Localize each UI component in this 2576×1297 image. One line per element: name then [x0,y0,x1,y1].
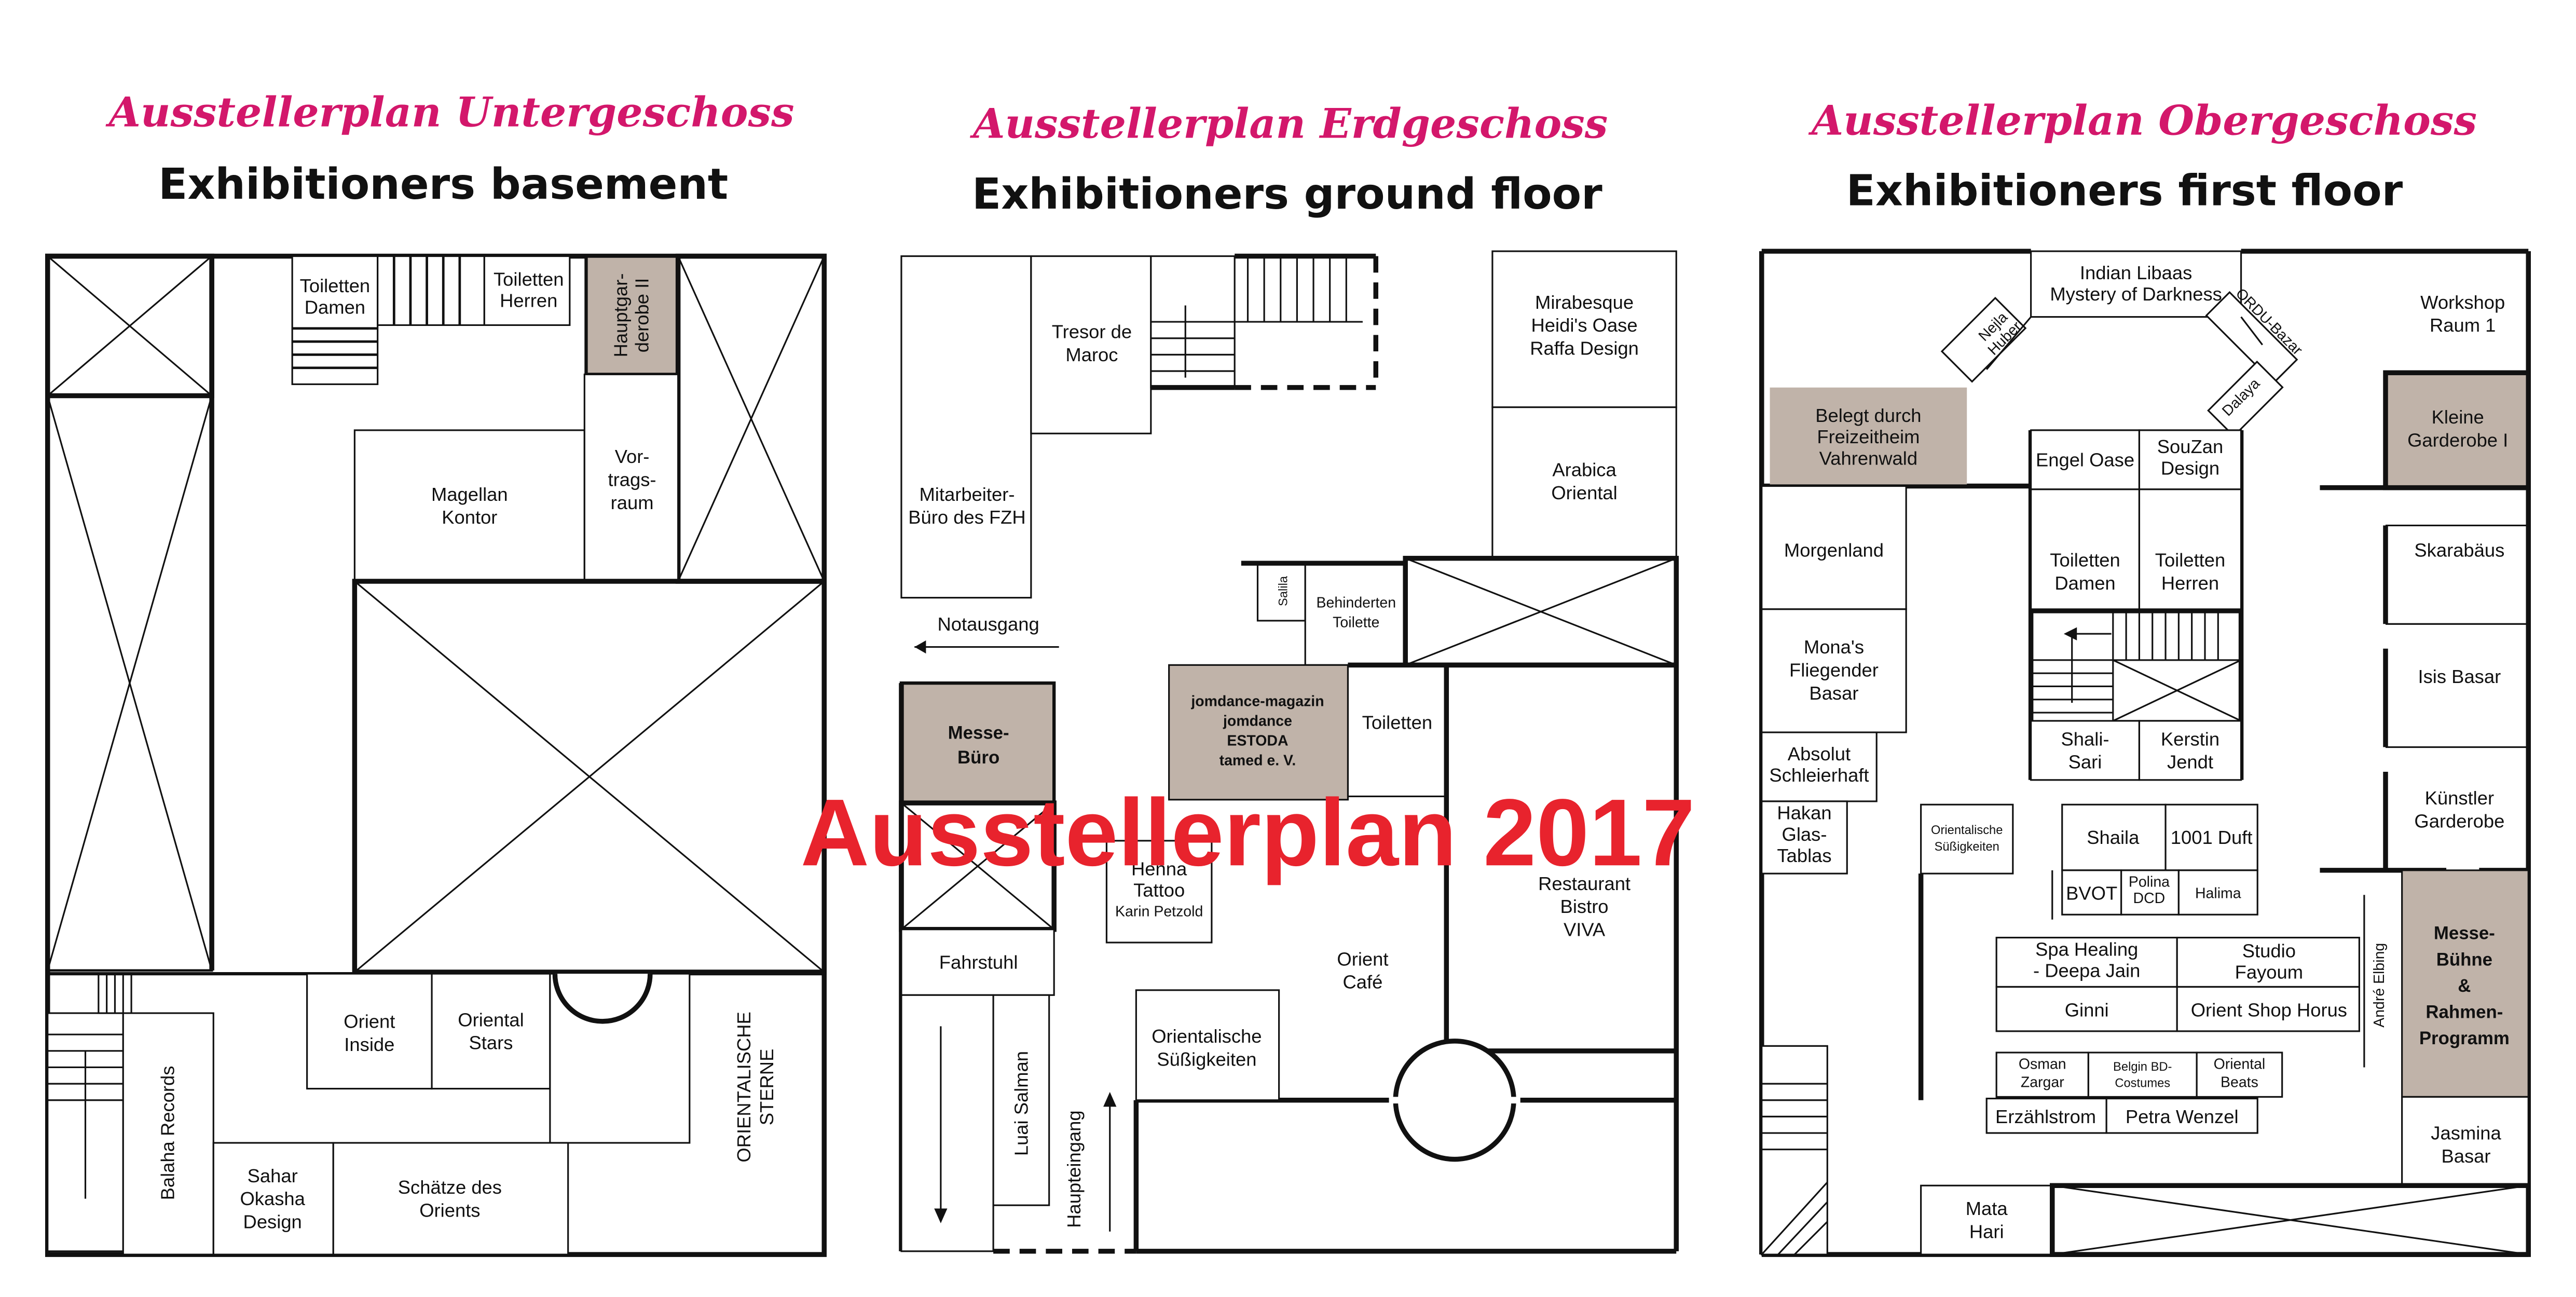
basement-lecture-room: Vor-trags-raum [608,446,656,513]
first-bvot: BVOT [2066,883,2117,904]
ground-salila: Salila [1277,576,1290,606]
first-floor-plan: Ausstellerplan Obergeschoss Exhibitioner… [1759,96,2531,1257]
first-subtitle: Exhibitioners first floor [1846,166,2403,215]
ground-messe-buero [899,681,1056,805]
first-petra-wenzel: Petra Wenzel [2126,1106,2239,1127]
first-halima: Halima [2195,885,2241,902]
ground-jomdance [1168,664,1349,801]
first-messe-buehne [2401,869,2529,1098]
first-shaila: Shaila [2087,827,2140,848]
first-ginni: Ginni [2065,999,2109,1020]
first-title: Ausstellerplan Obergeschoss [1808,96,2477,144]
first-skarabaeus: Skarabäus [2414,540,2504,561]
ground-haupteingang: Haupteingang [1063,1110,1085,1228]
first-spa-healing: Spa Healing- Deepa Jain [2033,938,2140,981]
first-erzaehlstrom: Erzählstrom [1995,1106,2096,1127]
first-belgin-costumes: Belgin BD-Costumes [2113,1060,2172,1090]
basement-title: Ausstellerplan Untergeschoss [105,88,794,136]
ground-toiletten: Toiletten [1362,712,1432,733]
basement-plan: Ausstellerplan Untergeschoss Exhibitione… [45,88,827,1257]
svg-text:Messe-Büro: Messe-Büro [948,723,1009,768]
first-isis-basar: Isis Basar [2418,666,2501,687]
ground-mitarbeiter: Mitarbeiter-Büro des FZH [908,484,1025,528]
first-1001-duft: 1001 Duft [2171,827,2253,848]
first-orient-shop-horus: Orient Shop Horus [2191,999,2347,1020]
first-shali-sari: Shali-Sari [2061,728,2109,772]
ground-luai-salman: Luai Salman [1011,1051,1032,1156]
ground-notausgang: Notausgang [938,613,1039,635]
svg-text:Hauptgar-derobe II: Hauptgar-derobe II [610,274,653,358]
basement-cloakroom [584,254,680,376]
ground-fahrstuhl: Fahrstuhl [939,952,1018,973]
ground-subtitle: Exhibitioners ground floor [972,170,1602,219]
basement-balaha-records: Balaha Records [157,1066,178,1200]
first-belegt [1770,387,1967,485]
ground-title: Ausstellerplan Erdgeschoss [969,100,1608,148]
basement-subtitle: Exhibitioners basement [158,160,728,209]
first-morgenland: Morgenland [1784,540,1884,561]
ground-floor-plan: Ausstellerplan Erdgeschoss Exhibitioners… [899,100,1679,1254]
first-kleine-garderobe [2383,370,2531,490]
overlay-title: Ausstellerplan 2017 [801,779,1695,885]
first-engel-oase: Engel Oase [2036,449,2134,471]
svg-text:Messe-Bühne&Rahmen-Programm: Messe-Bühne&Rahmen-Programm [2419,923,2510,1048]
first-andre-elbing: André Elbing [2371,943,2388,1028]
